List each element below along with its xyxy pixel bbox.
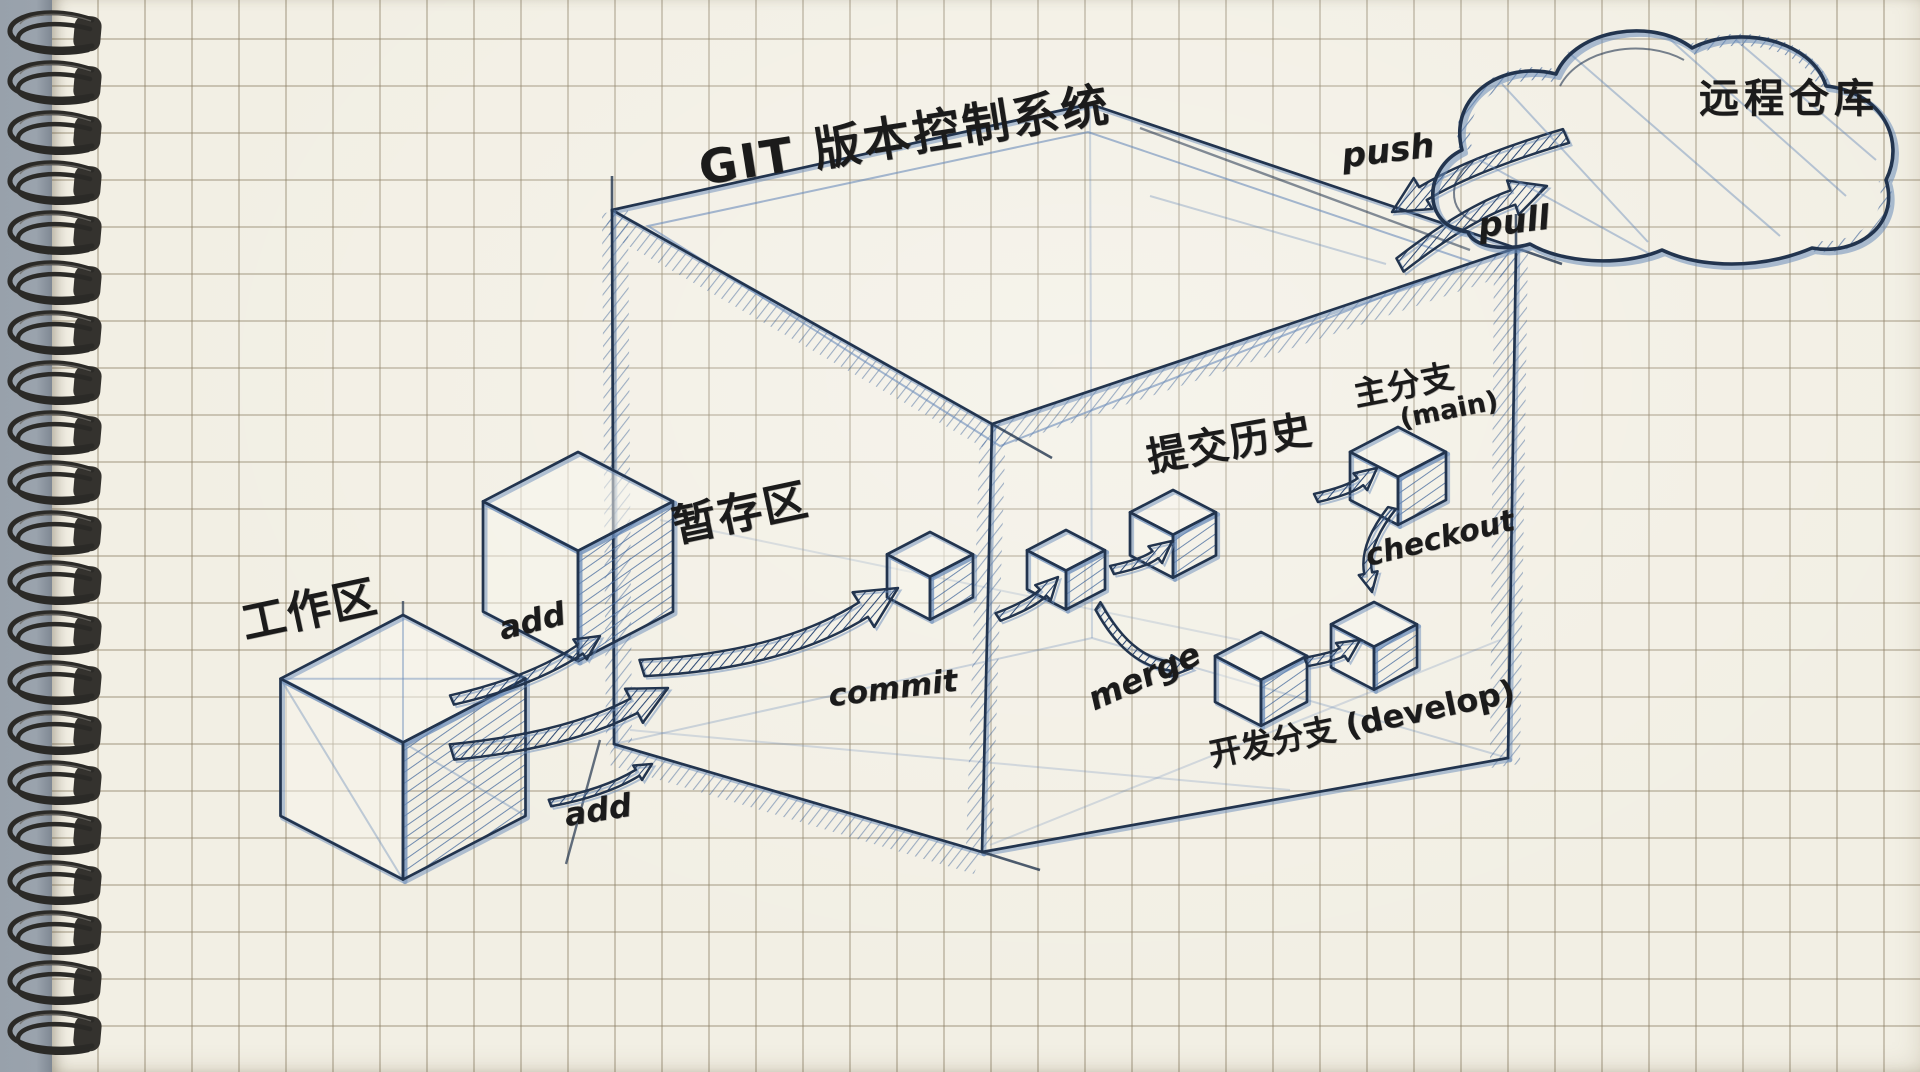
add-arrow-label-2: add bbox=[561, 785, 635, 835]
grid-paper bbox=[52, 0, 1920, 1072]
remote-repo-label: 远程仓库 bbox=[1699, 76, 1879, 122]
push-arrow-label: push bbox=[1339, 125, 1437, 177]
notebook-margin-strip bbox=[0, 0, 52, 1072]
pull-arrow-label: pull bbox=[1475, 197, 1553, 247]
